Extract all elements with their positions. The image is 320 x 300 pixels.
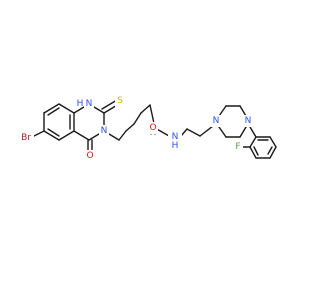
atom-labels: Br N H N S O O N H N N F xyxy=(18,95,253,162)
bond xyxy=(73,130,90,141)
label-bg xyxy=(211,115,221,127)
label-bg xyxy=(148,122,158,134)
bond xyxy=(43,103,60,114)
label-bg xyxy=(168,131,182,149)
label-bg xyxy=(84,98,94,110)
label-bg xyxy=(18,132,34,144)
bond-inner xyxy=(267,146,273,155)
bond xyxy=(249,146,257,159)
nitrogen-label: N xyxy=(172,132,179,142)
label-bg xyxy=(243,115,253,127)
bonds xyxy=(29,99,277,159)
bond xyxy=(140,104,151,114)
nitrogen-label: N xyxy=(86,99,93,109)
bond xyxy=(218,105,227,117)
label-bg xyxy=(115,95,125,107)
bond xyxy=(118,130,127,141)
bond xyxy=(239,105,247,117)
fluorine-label: F xyxy=(235,142,240,152)
bond xyxy=(133,112,142,125)
bond-double xyxy=(101,99,118,110)
molecule-diagram: Br N H N S O O N H N N F xyxy=(18,95,277,162)
bond xyxy=(199,125,214,137)
bond xyxy=(269,146,277,159)
hydrogen-label: H xyxy=(77,99,84,109)
bond xyxy=(58,103,75,114)
bond xyxy=(58,130,75,141)
oxygen-label: O xyxy=(149,123,156,133)
nitrogen-label: N xyxy=(101,126,108,136)
bond-inner xyxy=(47,107,60,116)
oxygen-label: O xyxy=(86,151,93,161)
bond xyxy=(269,136,277,148)
bond xyxy=(239,126,247,138)
bond xyxy=(218,126,227,138)
hydrogen-label: H xyxy=(172,141,179,151)
nitrogen-label: N xyxy=(245,116,252,126)
sulfur-label: S xyxy=(117,96,123,106)
label-bg xyxy=(233,141,243,153)
bond-inner xyxy=(253,146,259,156)
bond xyxy=(249,126,257,138)
bond xyxy=(249,136,257,148)
bond xyxy=(125,123,135,132)
bond-inner xyxy=(47,128,60,137)
label-bg xyxy=(85,150,95,162)
structure-canvas: Br N H N S O O N H N N F xyxy=(18,95,277,162)
bond xyxy=(43,130,60,141)
bromine-label: Br xyxy=(21,133,31,143)
nitrogen-label: N xyxy=(213,116,220,126)
bond xyxy=(186,128,201,137)
label-bg xyxy=(99,125,109,137)
